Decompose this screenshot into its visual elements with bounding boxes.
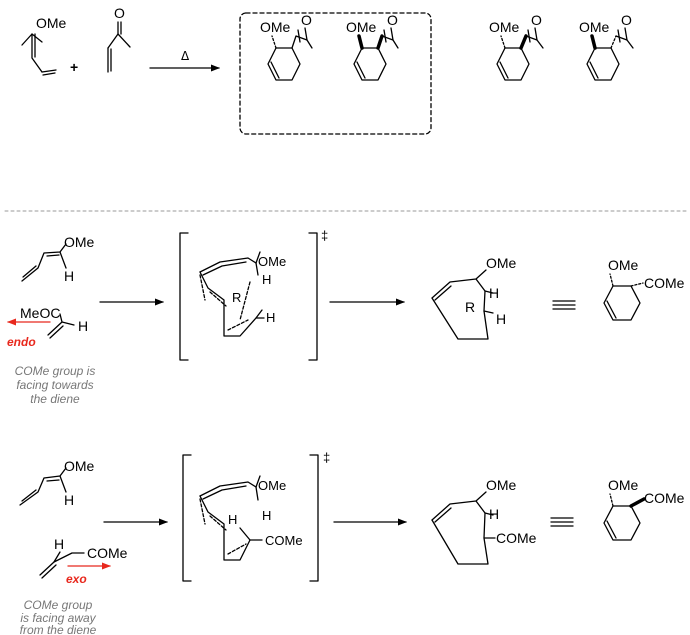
ome-label-product-2: OMe	[346, 19, 377, 35]
exo-label: exo	[66, 572, 87, 586]
h-label-endo-diene: H	[64, 268, 74, 284]
h-label-endo-product-3d-2: H	[496, 311, 506, 327]
ome-label-endo-product-flat: OMe	[608, 257, 639, 273]
product-highlight-box	[239, 12, 432, 135]
ome-label-exo-diene: OMe	[64, 458, 95, 474]
ome-label-endo-ts: OMe	[258, 254, 286, 269]
equivalent-symbol-2	[550, 517, 574, 527]
h-label-exo-product-3d: H	[489, 506, 499, 522]
endo-caption-line-2: facing towards	[16, 378, 93, 392]
ome-label-product-1: OMe	[260, 19, 291, 35]
o-label-product-2: O	[387, 12, 398, 28]
ome-label-product-4: OMe	[579, 19, 610, 35]
h-label-endo-ts-1: H	[262, 272, 271, 287]
endo-label: endo	[7, 335, 36, 349]
exo-caption-line-3: from the diene	[20, 623, 97, 635]
r-label-endo-product-3d: R	[465, 299, 475, 315]
come-label-exo-product-flat: COMe	[644, 490, 685, 506]
meoc-label-endo: MeOC	[20, 305, 60, 321]
h-label-endo-ts-2: H	[266, 310, 275, 325]
exo-diene	[19, 467, 67, 506]
product-3	[496, 27, 544, 81]
ome-label-exo-product-3d: OMe	[486, 477, 517, 493]
exo-transition-state	[199, 475, 263, 561]
exo-caption-line-2: is facing away	[20, 611, 96, 625]
ome-label-diene-top: OMe	[36, 15, 67, 31]
o-label-product-4: O	[621, 12, 632, 28]
plus-sign: +	[70, 59, 78, 75]
h-label-exo-ts-1: H	[262, 508, 271, 523]
product-2	[353, 27, 399, 81]
h-label-endo-dienophile: H	[78, 318, 88, 334]
r-label-endo-ts: R	[232, 290, 241, 305]
h-label-endo-product-3d-1: H	[489, 285, 499, 301]
heat-symbol: Δ	[181, 49, 190, 63]
exo-caption-line-1: COMe group	[24, 598, 93, 612]
methyl-vinyl-ketone	[107, 21, 131, 73]
h-label-exo-ts-2: H	[228, 512, 237, 527]
come-label-endo-product-flat: COMe	[644, 275, 685, 291]
endo-ts-bracket-right	[308, 232, 318, 361]
h-label-exo-dienophile: H	[54, 536, 64, 552]
exo-dienophile	[39, 551, 85, 579]
ome-label-exo-ts: OMe	[258, 478, 286, 493]
product-1	[267, 27, 313, 81]
ts-symbol-endo: ‡	[321, 228, 328, 243]
ome-label-exo-product-flat: OMe	[608, 477, 639, 493]
ome-label-endo-diene: OMe	[64, 234, 95, 250]
come-label-exo-dienophile: COMe	[87, 545, 128, 561]
endo-ts-bracket-left	[179, 232, 189, 361]
o-label-product-3: O	[531, 12, 542, 28]
endo-product-flat	[603, 273, 644, 321]
exo-product-flat	[603, 493, 646, 541]
exo-ts-bracket-left	[182, 454, 192, 582]
ts-symbol-exo: ‡	[323, 450, 330, 465]
endo-transition-state	[199, 251, 265, 337]
endo-dienophile	[47, 313, 75, 339]
ome-label-product-3: OMe	[489, 19, 520, 35]
come-label-exo-ts: COMe	[265, 533, 303, 548]
o-label-product-1: O	[301, 12, 312, 28]
endo-diene	[21, 243, 67, 282]
come-label-exo-product-3d: COMe	[496, 530, 537, 546]
product-4	[586, 27, 634, 81]
o-label-mvk: O	[114, 5, 125, 21]
methoxy-diene-top	[21, 33, 57, 76]
endo-product-3d	[431, 269, 494, 340]
h-label-exo-diene: H	[64, 492, 74, 508]
exo-ts-bracket-right	[309, 454, 319, 582]
endo-caption-line-3: the diene	[30, 392, 80, 406]
endo-caption-line-1: COMe group is	[15, 364, 96, 378]
exo-product-3d	[431, 491, 496, 565]
equivalent-symbol-1	[552, 300, 576, 310]
ome-label-endo-product-3d: OMe	[486, 255, 517, 271]
